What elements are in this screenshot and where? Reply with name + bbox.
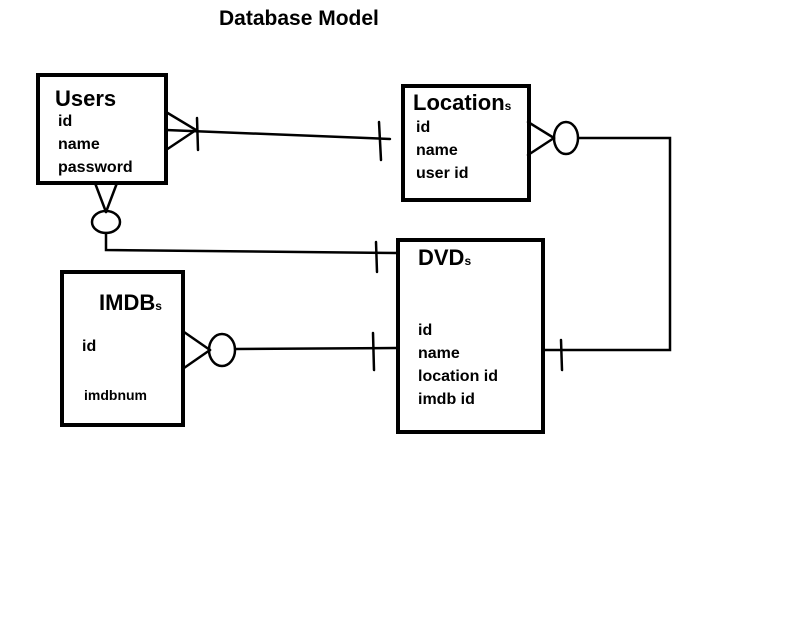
dvds-one-bar-top xyxy=(374,240,379,274)
locations-crowfoot-lower xyxy=(526,136,556,157)
dvds-attributes: id name location id imdb id xyxy=(418,319,498,411)
locations-attributes: id name user id xyxy=(416,116,468,185)
users-one-bar xyxy=(195,116,200,152)
imdbs-attr-imdbnum: imdbnum xyxy=(84,387,147,403)
users-attributes: id name password xyxy=(58,110,133,179)
imdbs-attr-id: id xyxy=(82,338,97,355)
dvds-attr-id: id xyxy=(418,322,433,339)
dvds-entity-name: DVDs xyxy=(418,245,471,271)
users-attr-name: name xyxy=(58,136,100,153)
imdbs-attr-imdbnum-wrap: imdbnum xyxy=(84,384,147,407)
locations-name-suffix: s xyxy=(504,99,512,113)
dvds-name-text: DVD xyxy=(418,245,465,270)
users-crowfoot-lower xyxy=(164,128,198,152)
dvds-attr-imdb-id: imdb id xyxy=(418,391,475,408)
dvds-entity xyxy=(396,238,545,434)
users-crowfoot-left xyxy=(93,181,108,214)
locations-name-text: Location xyxy=(413,90,505,115)
locations-attr-id: id xyxy=(416,119,431,136)
locations-entity-name: Locations xyxy=(413,90,511,116)
imdbs-entity xyxy=(60,270,185,427)
dvds-attr-location-id: location id xyxy=(418,368,498,385)
imdbs-dvds-line xyxy=(233,346,399,351)
locations-attr-user-id: user id xyxy=(416,165,469,182)
locations-dvds-line xyxy=(543,136,672,352)
imdbs-crowfoot-upper xyxy=(182,330,212,352)
locations-zero-circle xyxy=(552,120,580,156)
dvds-name-suffix: s xyxy=(464,254,472,268)
locations-one-bar xyxy=(377,120,383,162)
imdbs-zero-circle xyxy=(207,332,237,368)
locations-crowfoot-upper xyxy=(526,120,556,140)
dvds-one-bar-left xyxy=(371,331,376,372)
imdbs-name-text: IMDB xyxy=(99,290,156,315)
dvds-one-bar-right xyxy=(559,338,564,372)
dvds-attr-name: name xyxy=(418,345,460,362)
users-crowfoot-upper xyxy=(164,110,198,132)
users-dvds-line xyxy=(104,231,399,255)
locations-attr-name: name xyxy=(416,142,458,159)
users-zero-circle xyxy=(90,209,122,235)
diagram-title: Database Model xyxy=(219,7,379,30)
locations-entity xyxy=(401,84,531,202)
users-locations-line xyxy=(164,128,392,141)
imdbs-attr-id-wrap: id xyxy=(82,335,96,358)
users-crowfoot-right xyxy=(104,181,119,214)
users-name-text: Users xyxy=(55,86,117,111)
users-attr-password: password xyxy=(58,159,133,176)
imdbs-entity-name: IMDBs xyxy=(99,290,162,316)
users-entity xyxy=(36,73,168,185)
users-entity-name: Users xyxy=(55,86,116,112)
users-attr-id: id xyxy=(58,113,73,130)
imdbs-name-suffix: s xyxy=(155,299,162,313)
imdbs-crowfoot-lower xyxy=(182,348,212,370)
